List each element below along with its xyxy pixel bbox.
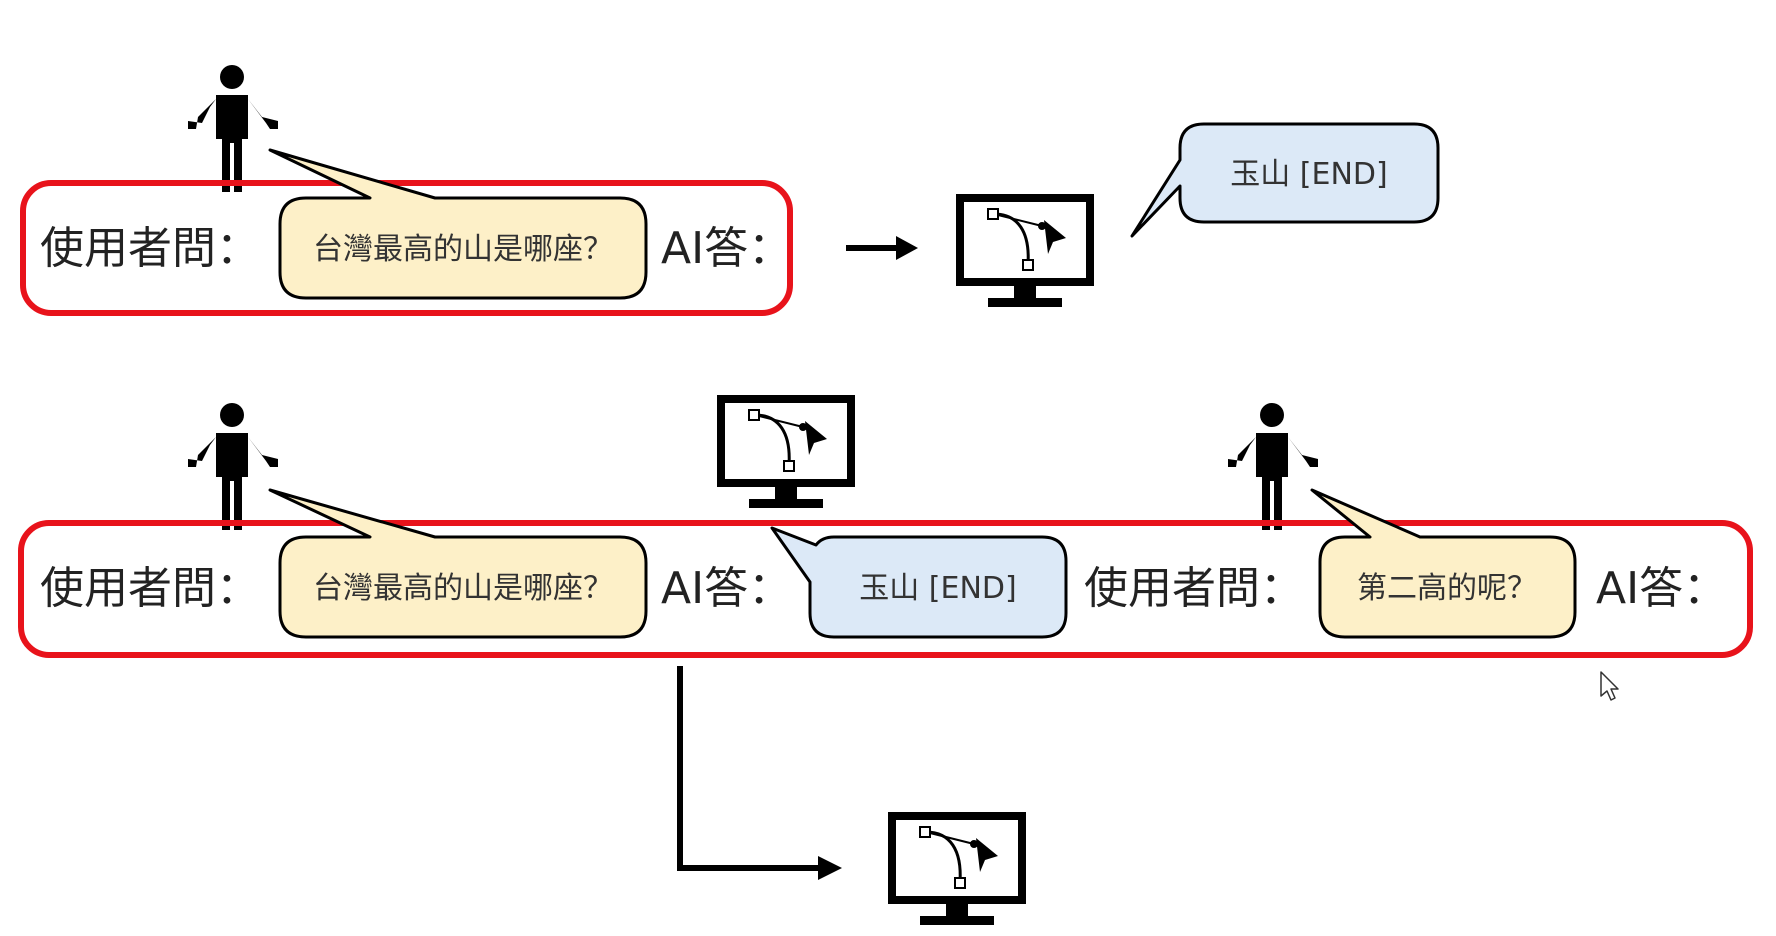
row1-output-bubble <box>1130 122 1440 238</box>
row1-arrow-icon <box>846 236 918 260</box>
row2-user-label-1: 使用者問： <box>40 563 260 614</box>
row2-connector-arrow-icon <box>677 666 842 880</box>
row1-ai-label: AI答： <box>661 223 792 274</box>
row2-user-bubble-2-text: 第二高的呢？ <box>1357 571 1537 606</box>
row2-computer-icon-bottom <box>892 816 1022 925</box>
row1-person-icon <box>188 65 278 192</box>
row2-user-bubble-2 <box>1310 488 1577 639</box>
row2-person-icon-1 <box>188 403 278 530</box>
row1-user-bubble <box>268 148 648 300</box>
row2-ai-label-1: AI答： <box>661 563 792 614</box>
row2-ai-bubble <box>770 526 1068 639</box>
row2-ai-label-2: AI答： <box>1596 563 1727 614</box>
row2-computer-icon-top <box>721 399 851 508</box>
row1-output-bubble-text: 玉山 [END] <box>1230 157 1387 192</box>
row2-context-frame <box>18 520 1753 658</box>
row2-user-bubble-1 <box>268 488 648 639</box>
row2-ai-bubble-text: 玉山 [END] <box>859 571 1016 606</box>
row1-user-label: 使用者問： <box>40 223 260 274</box>
row1-context-frame <box>20 180 793 316</box>
row2-user-bubble-1-text: 台灣最高的山是哪座？ <box>313 571 613 606</box>
row2-person-icon-2 <box>1228 403 1318 530</box>
row1-computer-icon <box>960 198 1090 307</box>
mouse-cursor-icon <box>1600 671 1619 701</box>
row2: 使用者問： 台灣最高的山是哪座？ AI答： 玉山 [END] 使用者問： 第二高… <box>18 399 1753 925</box>
row1-user-bubble-text: 台灣最高的山是哪座？ <box>313 232 613 267</box>
row1: 使用者問： 台灣最高的山是哪座？ AI答： 玉山 [END] <box>20 65 1440 316</box>
row2-user-label-2: 使用者問： <box>1084 563 1304 614</box>
